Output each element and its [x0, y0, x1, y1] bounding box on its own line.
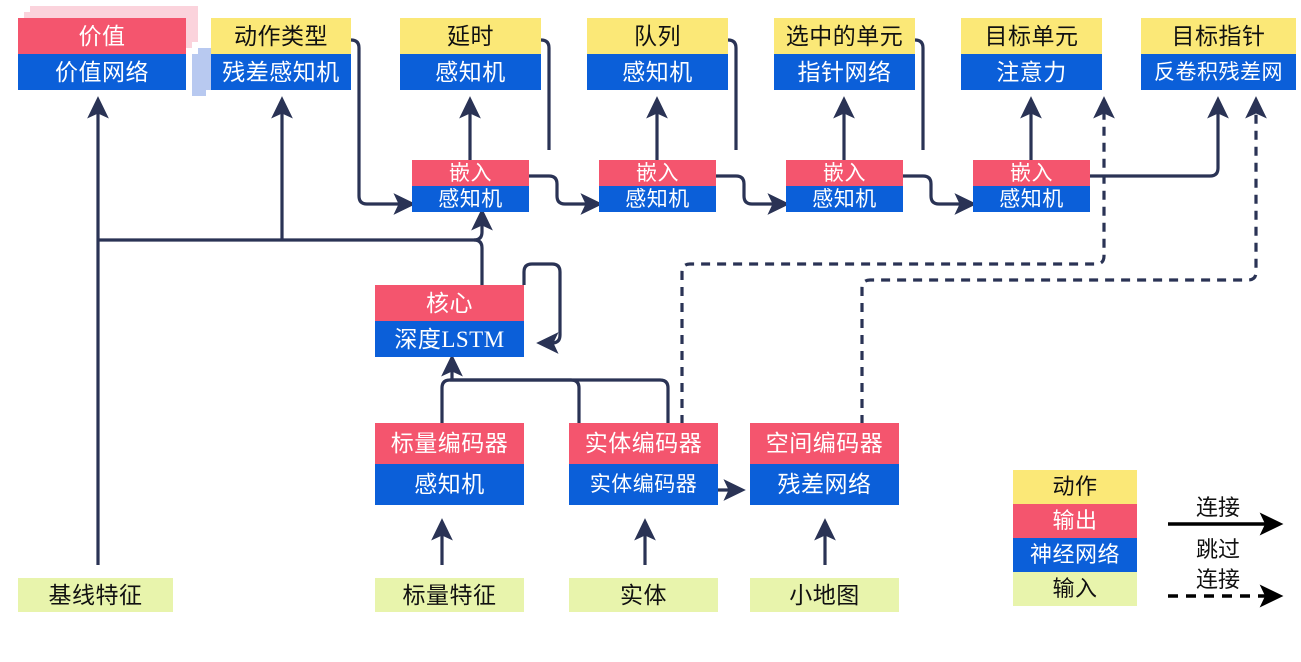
embedding-4[interactable]: 嵌入 感知机: [973, 160, 1090, 212]
embedding-1-network: 感知机: [412, 186, 529, 212]
encoder-entity[interactable]: 实体编码器 实体编码器: [569, 423, 718, 505]
head-target-point-action: 目标指针: [1141, 18, 1296, 54]
head-delay-action: 延时: [400, 18, 541, 54]
encoder-spatial[interactable]: 空间编码器 残差网络: [750, 423, 899, 505]
head-target-point-network: 反卷积残差网: [1141, 54, 1296, 90]
encoder-spatial-output: 空间编码器: [750, 423, 899, 464]
encoder-scalar-output: 标量编码器: [375, 423, 524, 464]
legend-edge-samples: [1168, 512, 1284, 608]
head-value-action: 价值: [18, 18, 186, 54]
encoder-spatial-network: 残差网络: [750, 464, 899, 505]
embedding-3-network: 感知机: [786, 186, 903, 212]
head-queued-network: 感知机: [587, 54, 728, 90]
embedding-2-network: 感知机: [599, 186, 716, 212]
head-selected-units[interactable]: 选中的单元 指针网络: [774, 18, 915, 90]
legend-swatch-network: 神经网络: [1013, 538, 1137, 572]
head-action-type-action: 动作类型: [211, 18, 351, 54]
core-network: 深度LSTM: [375, 321, 524, 357]
encoder-entity-network: 实体编码器: [569, 464, 718, 505]
embedding-3-output: 嵌入: [786, 160, 903, 186]
head-value-network: 价值网络: [18, 54, 186, 90]
head-target-unit-network: 注意力: [961, 54, 1102, 90]
core-module[interactable]: 核心 深度LSTM: [375, 285, 524, 357]
head-target-point[interactable]: 目标指针 反卷积残差网: [1141, 18, 1296, 90]
legend-swatch-output: 输出: [1013, 504, 1137, 538]
encoder-scalar[interactable]: 标量编码器 感知机: [375, 423, 524, 505]
legend-dashed-edge-label-1: 跳过: [1196, 537, 1241, 562]
input-minimap[interactable]: 小地图: [750, 578, 899, 612]
legend-dashed-edge-label-2: 连接: [1196, 567, 1241, 592]
head-queued-action: 队列: [587, 18, 728, 54]
legend-swatch-input: 输入: [1013, 572, 1137, 606]
head-target-unit[interactable]: 目标单元 注意力: [961, 18, 1102, 90]
head-queued[interactable]: 队列 感知机: [587, 18, 728, 90]
embedding-1[interactable]: 嵌入 感知机: [412, 160, 529, 212]
head-delay-network: 感知机: [400, 54, 541, 90]
head-selected-units-action: 选中的单元: [774, 18, 915, 54]
input-scalar-features[interactable]: 标量特征: [375, 578, 524, 612]
head-selected-units-network: 指针网络: [774, 54, 915, 90]
input-baseline-features[interactable]: 基线特征: [18, 578, 173, 612]
legend: 动作 输出 神经网络 输入: [1013, 470, 1137, 606]
head-action-type-network: 残差感知机: [211, 54, 351, 90]
head-target-unit-action: 目标单元: [961, 18, 1102, 54]
embedding-2-output: 嵌入: [599, 160, 716, 186]
legend-solid-edge-label: 连接: [1196, 495, 1241, 520]
head-value[interactable]: 价值 价值网络: [18, 18, 186, 90]
embedding-3[interactable]: 嵌入 感知机: [786, 160, 903, 212]
core-output: 核心: [375, 285, 524, 321]
legend-swatch-action: 动作: [1013, 470, 1137, 504]
embedding-4-network: 感知机: [973, 186, 1090, 212]
encoder-scalar-network: 感知机: [375, 464, 524, 505]
value-head-shadow-4: [192, 54, 206, 96]
embedding-4-output: 嵌入: [973, 160, 1090, 186]
input-entities[interactable]: 实体: [569, 578, 718, 612]
head-delay[interactable]: 延时 感知机: [400, 18, 541, 90]
skip-connections: [680, 96, 1267, 440]
embedding-1-output: 嵌入: [412, 160, 529, 186]
head-action-type[interactable]: 动作类型 残差感知机: [211, 18, 351, 90]
encoder-entity-output: 实体编码器: [569, 423, 718, 464]
embedding-2[interactable]: 嵌入 感知机: [599, 160, 716, 212]
